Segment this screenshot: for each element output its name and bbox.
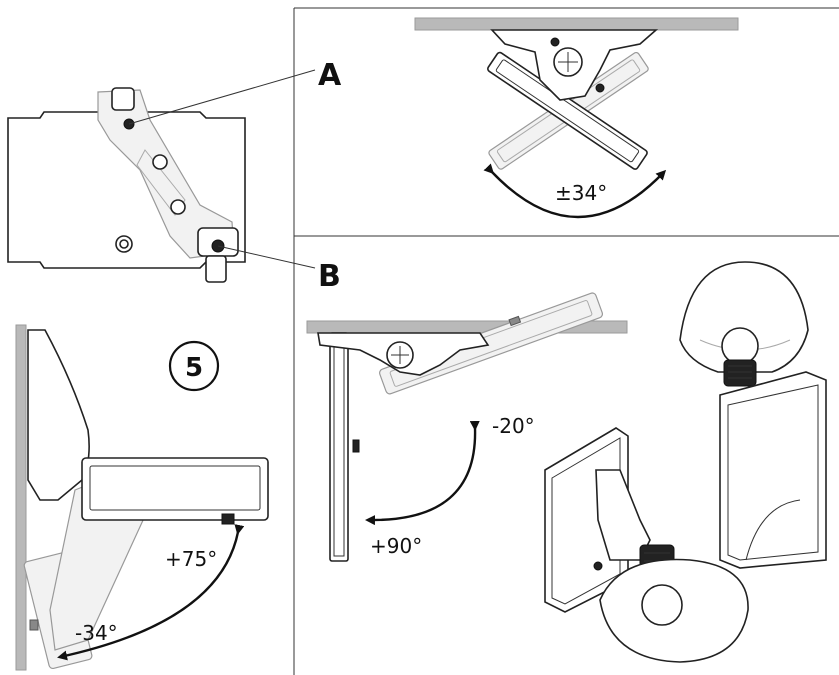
display-vertical-b xyxy=(329,332,349,562)
suction-mount-lower xyxy=(544,427,749,663)
angle-wall-down: -34° xyxy=(75,621,118,645)
step-number-badge: 5 xyxy=(168,340,220,392)
rear-view-illustration xyxy=(7,87,246,283)
ceiling-bar-a xyxy=(414,17,739,31)
arrow-a-tilt xyxy=(483,163,667,218)
callout-b: B xyxy=(318,259,341,294)
wall-bar xyxy=(15,324,27,671)
panel-b-illustration xyxy=(306,292,628,562)
suction-mount-upper xyxy=(679,261,827,569)
arrow-b-range xyxy=(365,420,480,526)
panel-a-illustration xyxy=(414,17,739,218)
arrow-wall-range xyxy=(57,524,245,661)
display-horizontal xyxy=(81,457,269,521)
wall-bracket xyxy=(27,329,90,501)
callout-a: A xyxy=(318,58,342,93)
panel-dividers xyxy=(293,7,839,675)
leader-lines xyxy=(128,69,316,269)
angle-b-down: +90° xyxy=(370,534,422,558)
angle-a-tilt: ±34° xyxy=(555,181,607,205)
wall-mount-illustration xyxy=(15,324,269,671)
step-number: 5 xyxy=(185,353,203,383)
angle-b-up: -20° xyxy=(492,414,535,438)
angle-wall-up: +75° xyxy=(165,547,217,571)
